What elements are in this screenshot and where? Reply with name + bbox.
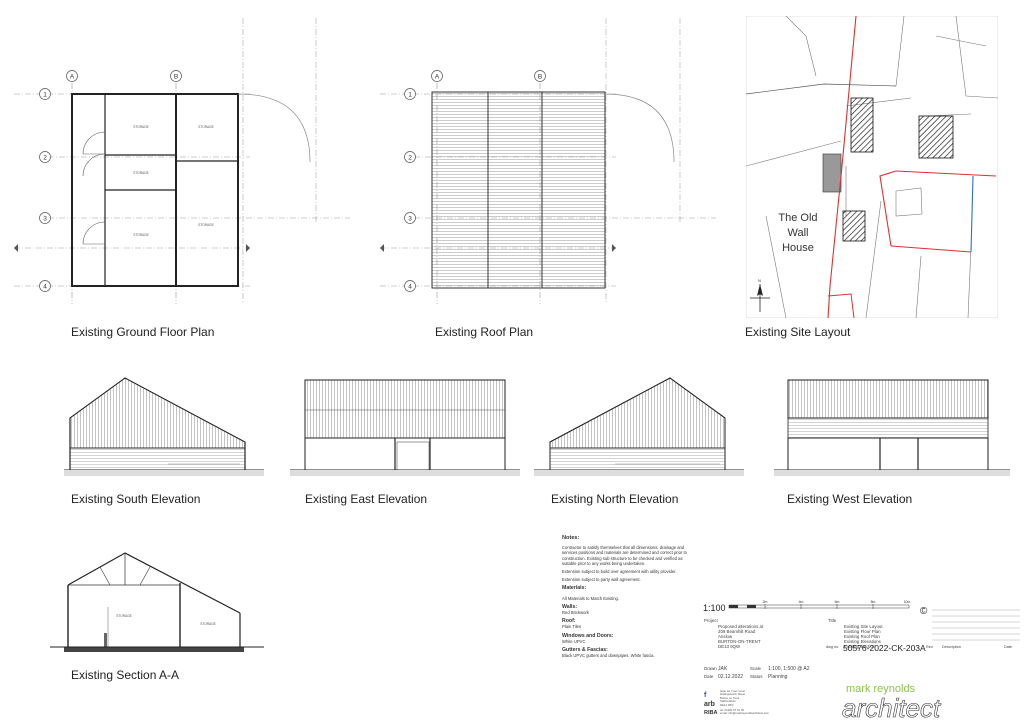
date-value: 02.12.2022 [718,674,744,680]
grid-label-b: B [174,74,178,81]
room-label: STORAGE [133,171,149,175]
caption-roof-plan: Existing Roof Plan [435,325,534,339]
notes-paragraph: Extension subject to party wall agreemen… [562,577,641,583]
grid-bubble-a [66,70,78,82]
signature-logo: architect [842,693,943,724]
grid-row-1: 1 [43,92,47,99]
notes-paragraph: Extension subject to build over agreemen… [562,569,677,575]
revision-table [932,609,1020,641]
caption-section-a-a: Existing Section A-A [71,668,180,682]
title-label: Title [828,618,837,623]
room-label: STORAGE [116,614,132,618]
grid-bubble-b [170,70,182,82]
drawn-label: Drawn [704,666,717,671]
grid-row-4: 4 [43,284,47,291]
room-label: STORAGE [198,125,214,129]
title-block: Project Proposed alterations at 209 Beam… [702,600,1020,720]
caption-site-layout: Existing Site Layout [745,325,851,339]
north-elevation [534,377,744,476]
room-label: STORAGE [198,223,214,227]
site-boundary-red [827,16,857,318]
roof-heading: Roof: [562,618,576,625]
scale-bar: 2m 4m 6m 8m 10m [728,600,911,609]
grid-row-1: 1 [408,92,412,99]
east-elevation [290,379,520,476]
windows-text: White UPVC [562,638,586,644]
caption-west-elevation: Existing West Elevation [787,492,913,506]
title-details: Existing Site Layout Existing Floor Plan… [844,624,883,649]
materials-heading: Materials: [562,585,587,592]
arb-logo: arb [704,701,715,708]
facebook-icon: f [704,692,707,699]
brand-logo: mark reynolds [846,683,916,695]
rev-label: Rev. [926,645,934,649]
roof-plan: A B 1 2 3 4 [380,18,716,304]
house-label: House [782,242,814,254]
copyright-icon: © [920,606,928,617]
site-boundary-blue [970,175,974,253]
scale-label: 1:100 [703,603,726,613]
gutters-heading: Gutters & Fascias: [562,647,608,654]
west-elevation [774,379,1010,476]
grid-label-a: A [70,74,75,81]
room-label: STORAGE [133,233,149,237]
project-details: Proposed alterations at 209 Beamhill Roa… [718,624,764,649]
notes-heading: Notes: [562,535,580,541]
riba-logo: RIBA [704,710,718,716]
date-col-label: Date [1004,645,1013,649]
caption-south-elevation: Existing South Elevation [71,492,201,506]
grid-row-2: 2 [408,155,412,162]
house-label: The Old [778,212,817,224]
status-value: Planning [768,674,788,680]
walls-heading: Walls: [562,603,578,610]
room-label: STORAGE [200,622,216,626]
notes-paragraph: Contractor to satisfy themselves that al… [562,545,687,566]
materials-text: All Materials to Match Existing. [562,595,620,601]
svg-text:2m: 2m [763,600,768,604]
notes-panel: Notes: Contractor to satisfy themselves … [562,535,697,661]
scale-field-label: Scale [750,666,761,671]
status-label: Status [750,674,763,679]
grid-row-3: 3 [43,216,47,223]
caption-north-elevation: Existing North Elevation [551,492,679,506]
north-arrow-icon: N [750,278,770,312]
grid-label-a: A [435,74,440,81]
grid-row-2: 2 [43,155,47,162]
svg-text:4m: 4m [799,600,804,604]
description-label: Description [942,645,961,649]
caption-east-elevation: Existing East Elevation [305,492,428,506]
windows-heading: Windows and Doors: [562,632,614,639]
practice-address: Gate 2a, Imex Court Hollingsworth Street… [720,689,770,716]
svg-text:architect: architect [842,693,942,723]
roof-text: Plain Tiles [562,624,582,630]
svg-text:N: N [758,278,761,283]
grid-label-b: B [538,74,542,81]
project-label: Project [704,618,718,623]
section-a-a: STORAGE STORAGE [50,552,264,652]
walls-text: Red Brickwork [562,610,589,616]
south-elevation [64,377,264,476]
ground-floor-plan: A B 1 2 3 4 STORAGE STORAGE STORAGE STOR… [14,18,350,304]
svg-text:10m: 10m [904,600,911,604]
site-layout: The Old Wall House N [746,16,998,318]
scale-field-value: 1:100, 1:500 @ A2 [768,666,810,672]
room-label: STORAGE [133,125,149,129]
date-label: Date [704,674,714,679]
caption-ground-floor-plan: Existing Ground Floor Plan [71,325,215,339]
house-label: Wall [788,227,809,239]
svg-text:6m: 6m [835,600,840,604]
dwg-label: dwg no. [826,645,840,649]
svg-text:8m: 8m [871,600,876,604]
gutters-text: Black UPVC gutters and downpipes. White … [562,653,655,659]
grid-row-4: 4 [408,284,412,291]
grid-row-3: 3 [408,216,412,223]
drawn-value: JAK [718,666,728,672]
drawing-number: 50576-2022-CK-203A [843,643,926,653]
